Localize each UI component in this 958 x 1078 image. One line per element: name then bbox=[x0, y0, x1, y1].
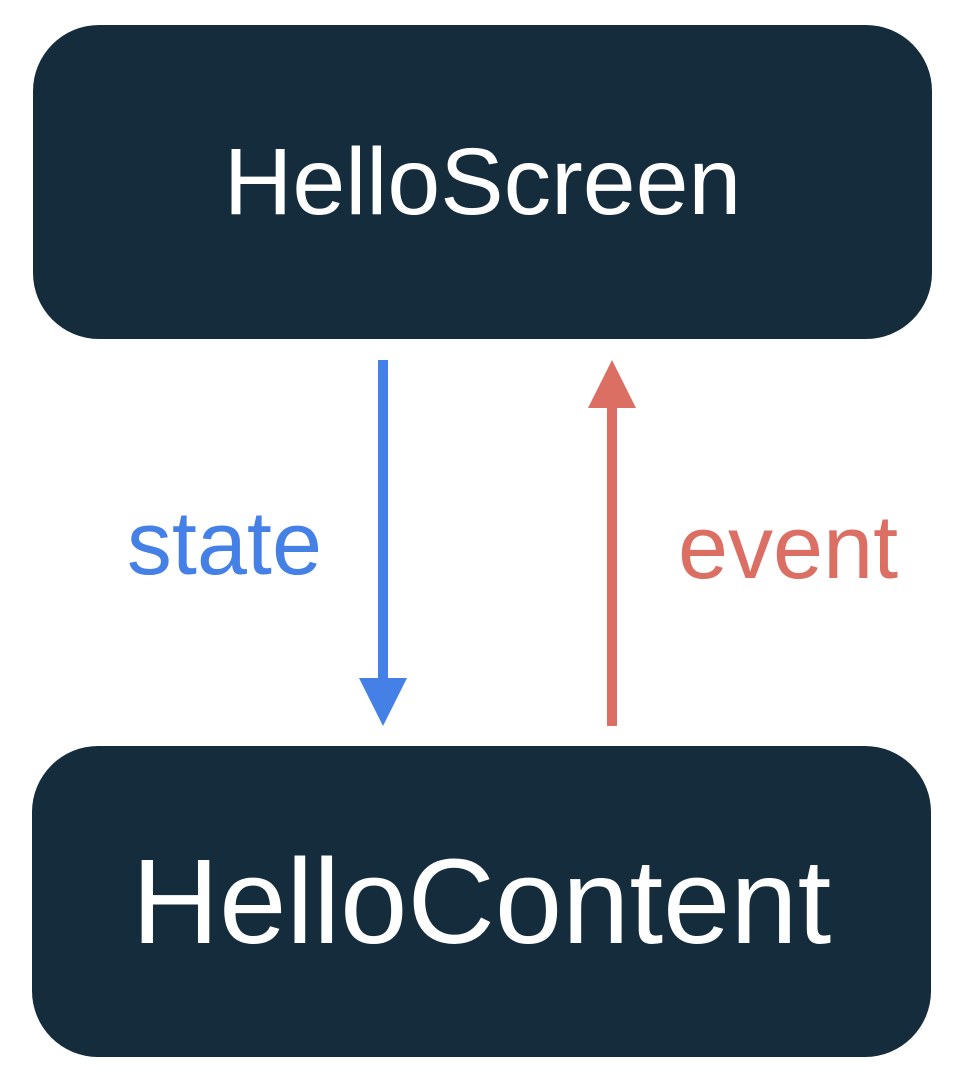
node-hello-screen-label: HelloScreen bbox=[223, 128, 742, 235]
event-edge-label: event bbox=[678, 498, 899, 598]
event-arrow bbox=[588, 360, 636, 726]
arrowhead-down-icon bbox=[359, 678, 407, 726]
state-arrow bbox=[359, 360, 407, 726]
node-hello-content: HelloContent bbox=[32, 746, 931, 1057]
state-arrow-shaft bbox=[378, 360, 388, 679]
node-hello-screen: HelloScreen bbox=[33, 25, 932, 339]
state-edge-label: state bbox=[126, 494, 322, 594]
node-hello-content-label: HelloContent bbox=[131, 833, 832, 969]
arrowhead-up-icon bbox=[588, 360, 636, 408]
event-arrow-shaft bbox=[607, 407, 617, 726]
